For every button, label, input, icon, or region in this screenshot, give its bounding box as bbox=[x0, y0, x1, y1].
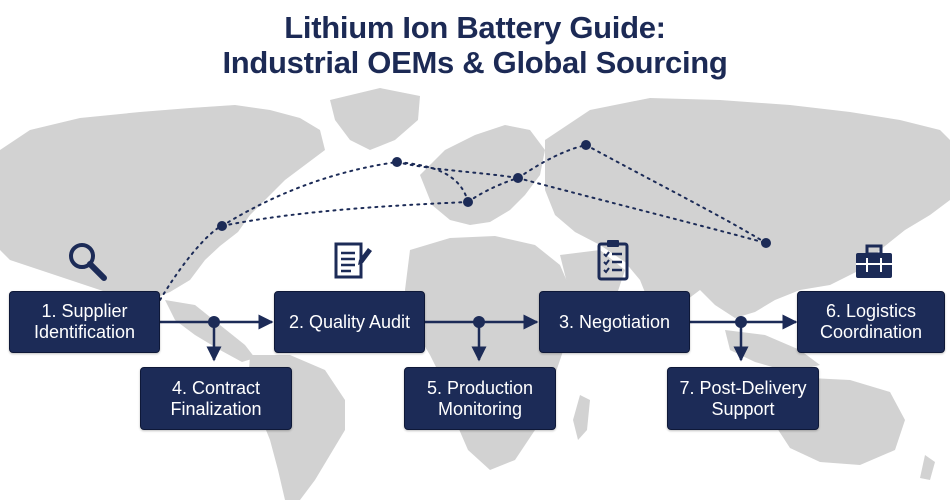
step-6-label: 6. Logistics Coordination bbox=[819, 301, 923, 342]
route-node bbox=[463, 197, 473, 207]
junction-dot bbox=[735, 316, 747, 328]
magnifier-icon bbox=[69, 243, 107, 281]
map-se-asia bbox=[725, 330, 820, 372]
route-node bbox=[513, 173, 523, 183]
route-north-atlantic bbox=[221, 160, 469, 227]
map-africa bbox=[405, 236, 575, 470]
route-node bbox=[217, 221, 227, 231]
page-title-line-2: Industrial OEMs & Global Sourcing bbox=[222, 45, 728, 80]
step-3-label: 3. Negotiation bbox=[558, 311, 671, 332]
step-5-production-monitoring: 5. Production Monitoring bbox=[404, 367, 556, 430]
junction-dot bbox=[473, 316, 485, 328]
map-north-america bbox=[0, 105, 325, 300]
map-central-america bbox=[165, 300, 255, 362]
route-russia-to-asia bbox=[585, 144, 767, 244]
map-europe bbox=[420, 125, 545, 225]
step-2-quality-audit: 2. Quality Audit bbox=[274, 291, 425, 353]
map-new-zealand bbox=[920, 455, 935, 480]
flow-junctions bbox=[208, 316, 747, 328]
route-nodes bbox=[217, 140, 771, 248]
toolbox-icon bbox=[856, 244, 892, 278]
step-4-contract-finalization: 4. Contract Finalization bbox=[140, 367, 292, 430]
step-4-label: 4. Contract Finalization bbox=[170, 377, 262, 419]
page-title-line-1: Lithium Ion Battery Guide: bbox=[284, 10, 666, 45]
route-node bbox=[581, 140, 591, 150]
world-map bbox=[0, 88, 950, 500]
step-3-negotiation: 3. Negotiation bbox=[539, 291, 690, 353]
step-5-label: 5. Production Monitoring bbox=[426, 377, 534, 419]
junction-dot bbox=[208, 316, 220, 328]
step-1-supplier-identification: 1. Supplier Identification bbox=[9, 291, 160, 353]
map-greenland bbox=[330, 88, 420, 150]
route-americas-to-europe bbox=[159, 201, 469, 301]
step-2-label: 2. Quality Audit bbox=[288, 311, 411, 332]
step-7-post-delivery-support: 7. Post-Delivery Support bbox=[667, 367, 819, 430]
document-pen-icon bbox=[334, 242, 372, 279]
clipboard-checklist-icon bbox=[597, 240, 629, 281]
route-node bbox=[761, 238, 771, 248]
route-europe-to-asia bbox=[517, 177, 767, 244]
step-1-label: 1. Supplier Identification bbox=[33, 301, 136, 342]
map-asia bbox=[545, 98, 950, 320]
step-6-logistics-coordination: 6. Logistics Coordination bbox=[797, 291, 945, 353]
route-node bbox=[392, 157, 402, 167]
map-madagascar bbox=[573, 395, 590, 440]
map-japan bbox=[868, 185, 892, 238]
step-7-label: 7. Post-Delivery Support bbox=[679, 377, 807, 419]
